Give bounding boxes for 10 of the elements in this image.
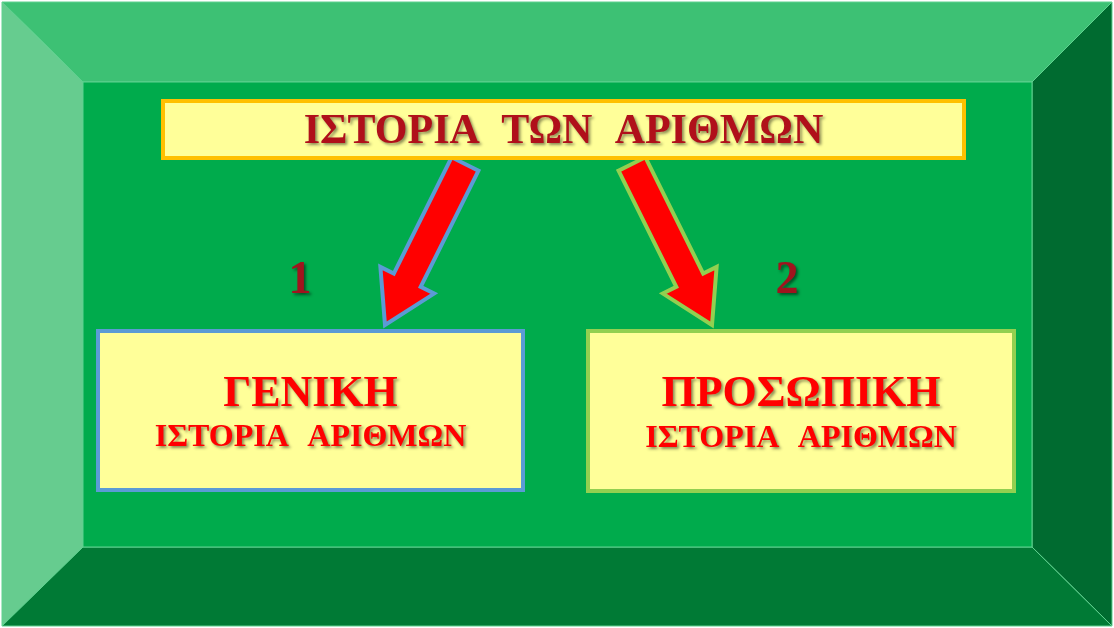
title-text: ΙΣΤΟΡΙΑ ΤΩΝ ΑΡΙΘΜΩΝ [303, 105, 824, 154]
subheading-text: ΙΣΤΟΡΙΑ ΑΡΙΘΜΩΝ [645, 417, 957, 455]
heading-text: ΓΕΝΙΚΗ [223, 366, 398, 418]
topic-box [586, 329, 1016, 493]
callout-number: 2 [775, 255, 799, 301]
callout-number: 1 [288, 255, 312, 301]
heading-text: ΠΡΟΣΩΠΙΚΗ [661, 367, 941, 418]
title-box [161, 99, 966, 160]
subheading-text: ΙΣΤΟΡΙΑ ΑΡΙΘΜΩΝ [154, 417, 467, 455]
topic-box [96, 329, 525, 492]
